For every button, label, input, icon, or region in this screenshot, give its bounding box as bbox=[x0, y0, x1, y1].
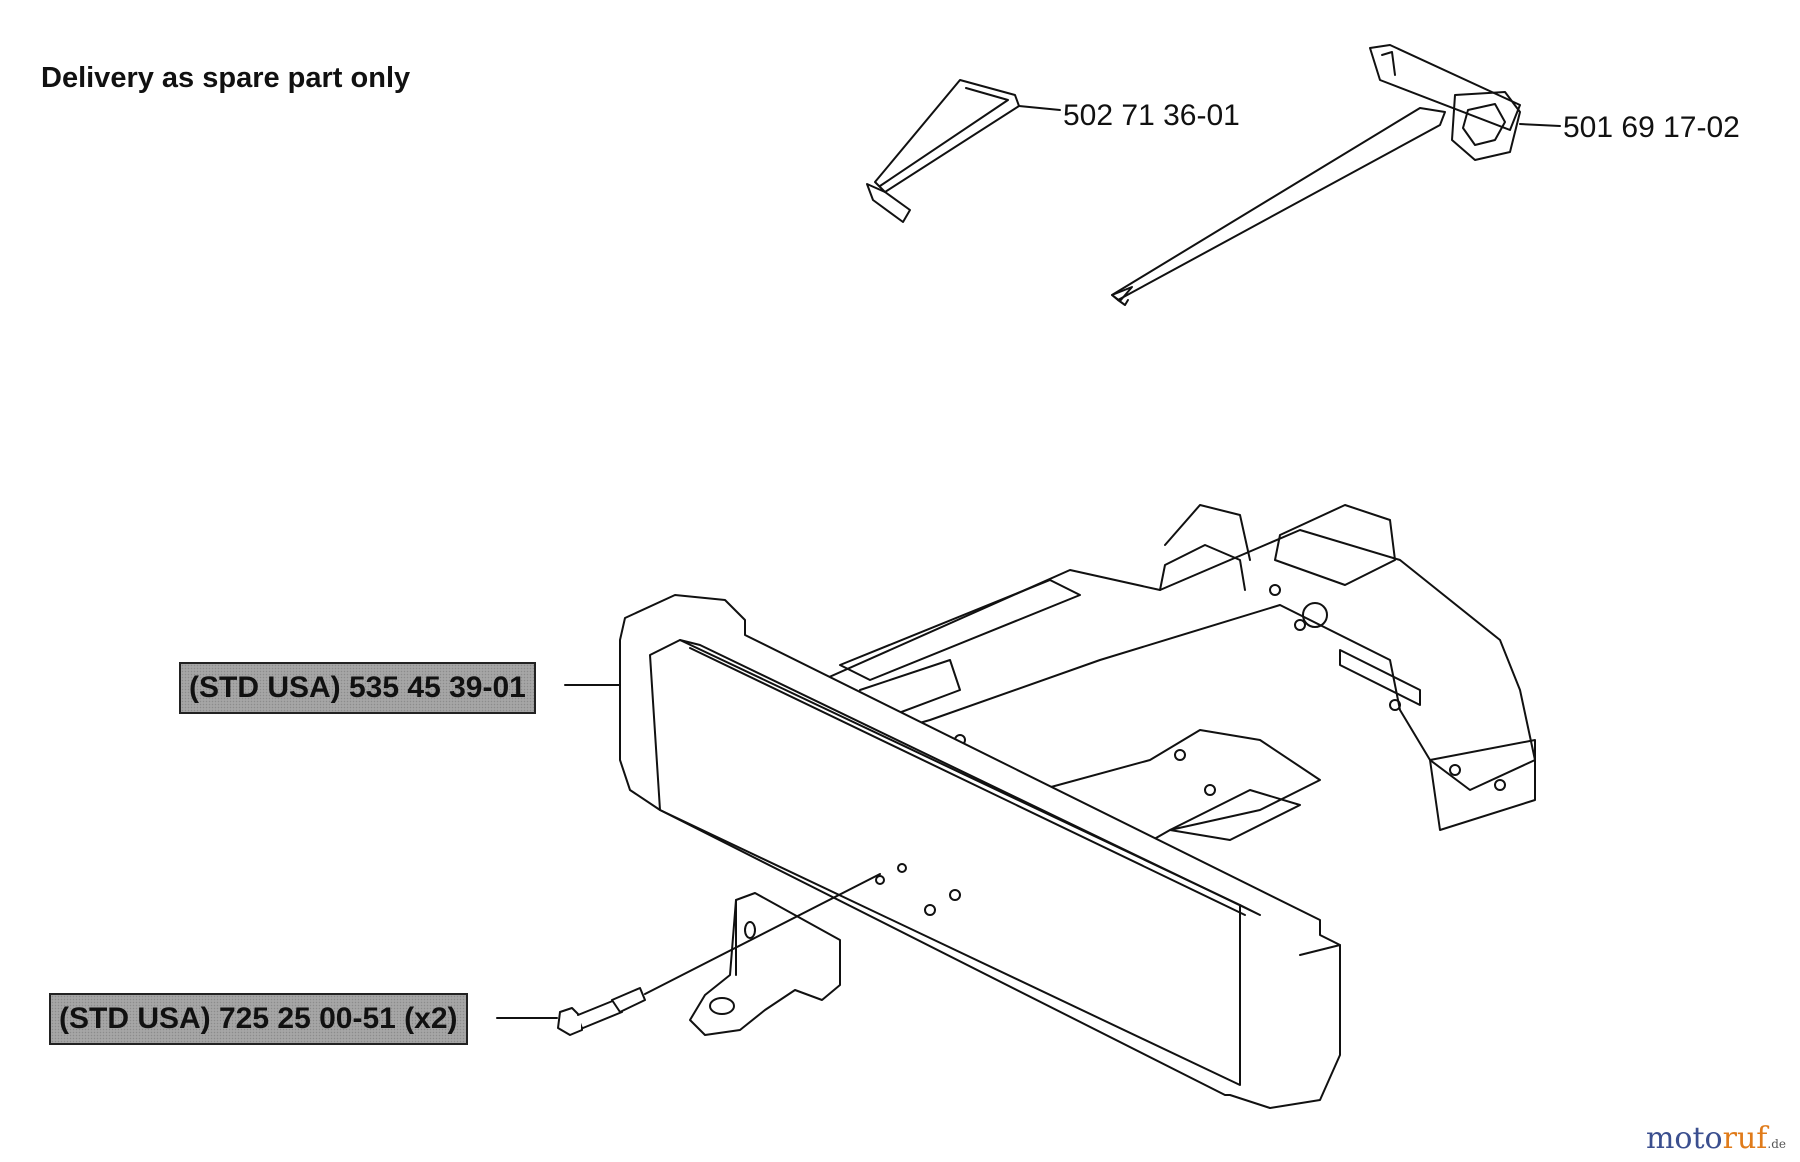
bolt-drawing bbox=[557, 873, 881, 1036]
site-watermark: motoruf.de bbox=[1646, 1121, 1786, 1156]
part-label-bolt: (STD USA) 725 25 00-51 (x2) bbox=[49, 993, 468, 1045]
spark-plug-wrench-drawing bbox=[1111, 44, 1561, 306]
tractor-frame-drawing bbox=[799, 504, 1536, 871]
watermark-domain: .de bbox=[1767, 1137, 1786, 1151]
part-label-bumper: (STD USA) 535 45 39-01 bbox=[179, 662, 536, 714]
watermark-part1: moto bbox=[1645, 1121, 1723, 1156]
diagram-heading: Delivery as spare part only bbox=[41, 62, 411, 94]
watermark-part2: ruf bbox=[1722, 1121, 1768, 1156]
part-label-hex-key: 502 71 36-01 bbox=[1063, 99, 1240, 132]
bumper-drawing bbox=[619, 594, 1341, 1109]
hitch-bracket-drawing bbox=[689, 892, 841, 1036]
part-label-spark-plug-wrench: 501 69 17-02 bbox=[1563, 111, 1740, 144]
hex-key-drawing bbox=[866, 79, 1061, 223]
